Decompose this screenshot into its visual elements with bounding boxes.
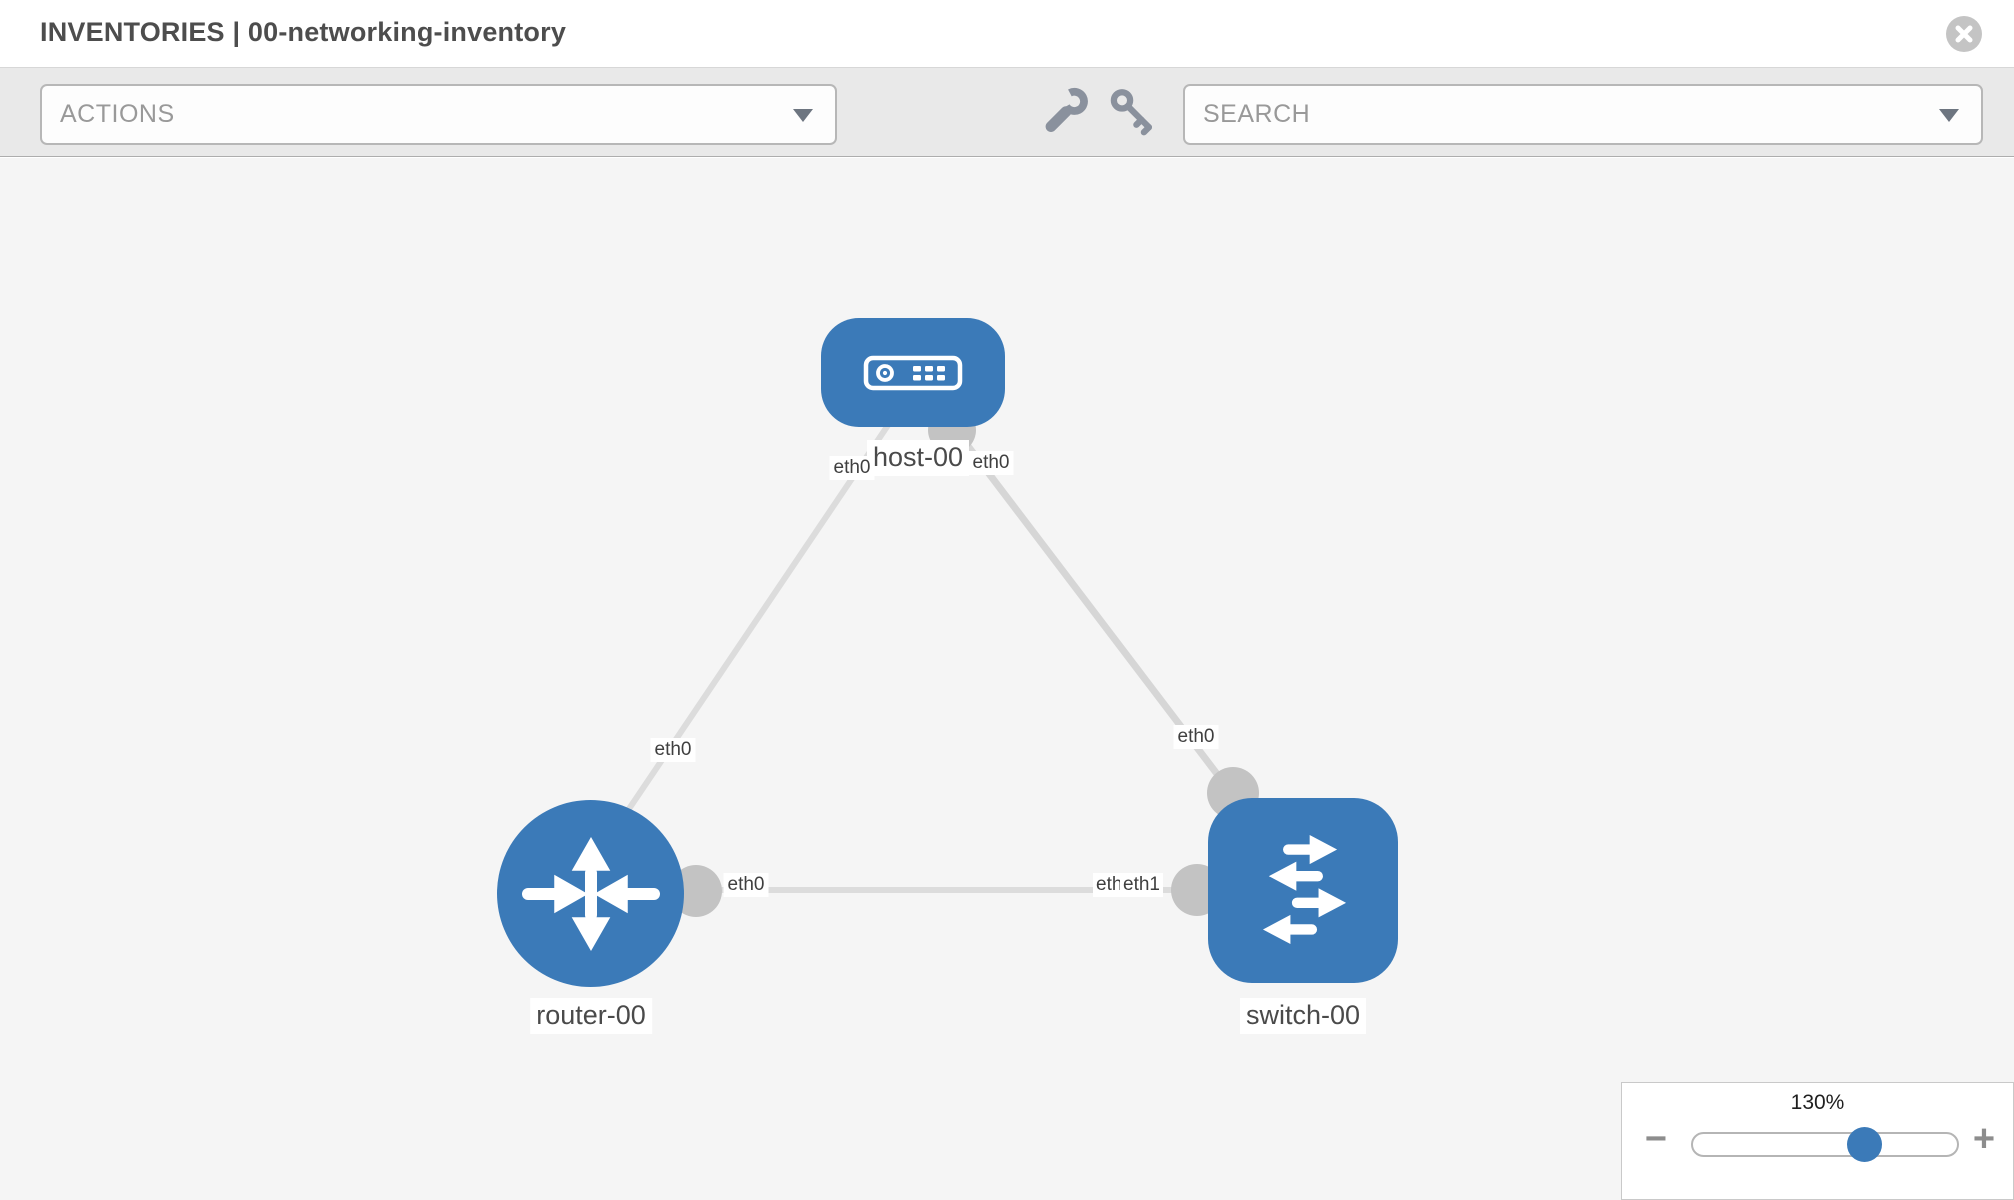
- modal-header: INVENTORIES | 00-networking-inventory: [0, 0, 2014, 68]
- chevron-down-icon: [1939, 108, 1959, 122]
- if-label-switch-eth1-overlap: eth1 eth1: [1093, 873, 1173, 901]
- chevron-down-icon: [793, 108, 813, 122]
- zoom-out-button[interactable]: −: [1636, 1119, 1676, 1159]
- search-dropdown[interactable]: SEARCH: [1183, 84, 1983, 145]
- toolbar: ACTIONS SEARCH: [0, 68, 2014, 157]
- node-switch-00[interactable]: [1208, 798, 1398, 983]
- credentials-button[interactable]: [1106, 86, 1158, 138]
- node-host-00[interactable]: [821, 318, 1005, 427]
- node-router-00[interactable]: [497, 800, 684, 987]
- node-label-router-00: router-00: [530, 998, 652, 1034]
- switch-icon: [1262, 834, 1347, 944]
- zoom-slider-track[interactable]: [1691, 1132, 1959, 1157]
- server-icon: [863, 355, 963, 390]
- zoom-level-value: 130%: [1790, 1091, 1845, 1114]
- zoom-panel: 130% − +: [1621, 1082, 2014, 1200]
- node-label-switch-00: switch-00: [1239, 998, 1367, 1034]
- topology-canvas[interactable]: host-00 router-00 switch-00 eth0 eth0 et…: [0, 158, 2014, 1200]
- topology-links-layer: [605, 398, 1259, 917]
- zoom-in-button[interactable]: +: [1964, 1119, 2004, 1159]
- if-label-switch-eth1: eth1: [1120, 873, 1163, 897]
- search-placeholder: SEARCH: [1203, 100, 1311, 128]
- wrench-icon: [1045, 87, 1088, 132]
- actions-dropdown[interactable]: ACTIONS: [40, 84, 837, 145]
- if-label-switch-eth0-up: eth0: [1173, 725, 1219, 749]
- if-label-host-eth0-left: eth0: [829, 456, 875, 480]
- page-title: INVENTORIES | 00-networking-inventory: [40, 17, 567, 47]
- zoom-slider-handle[interactable]: [1847, 1127, 1882, 1162]
- node-label-host-00: host-00: [866, 440, 970, 476]
- router-icon: [521, 836, 660, 951]
- key-icon: [1110, 89, 1152, 136]
- close-icon: [1955, 25, 1973, 43]
- actions-dropdown-label: ACTIONS: [60, 100, 175, 128]
- configure-button[interactable]: [1040, 86, 1092, 138]
- if-label-host-eth0-right: eth0: [968, 451, 1014, 475]
- close-button[interactable]: [1946, 16, 1982, 52]
- if-label-router-eth0-link: eth0: [723, 873, 769, 897]
- if-label-router-eth0-up: eth0: [650, 738, 696, 762]
